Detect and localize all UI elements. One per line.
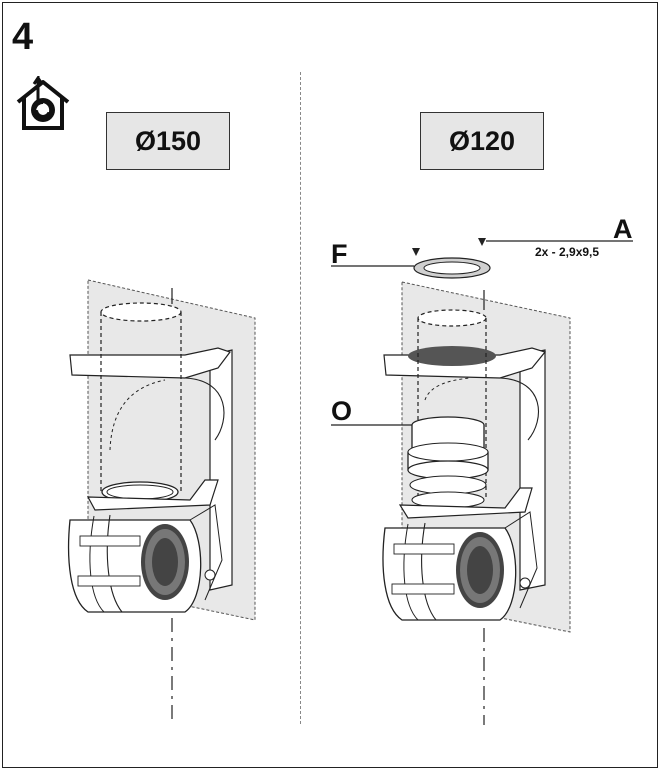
- callout-f-label: F: [331, 239, 348, 269]
- diameter-150-box: Ø150: [106, 112, 230, 170]
- diameter-120-box: Ø120: [420, 112, 544, 170]
- left-assembly: [67, 279, 256, 725]
- callout-a-label: A: [613, 214, 633, 244]
- callout-leaders: [331, 240, 633, 426]
- right-assembly: [382, 238, 571, 725]
- house-duct-outlet-icon: [16, 76, 70, 130]
- step-number: 4: [12, 16, 34, 58]
- callout-o-label: O: [331, 396, 353, 426]
- panel-divider: [300, 72, 301, 724]
- screw-spec-label: 2x - 2,9x9,5: [535, 245, 600, 259]
